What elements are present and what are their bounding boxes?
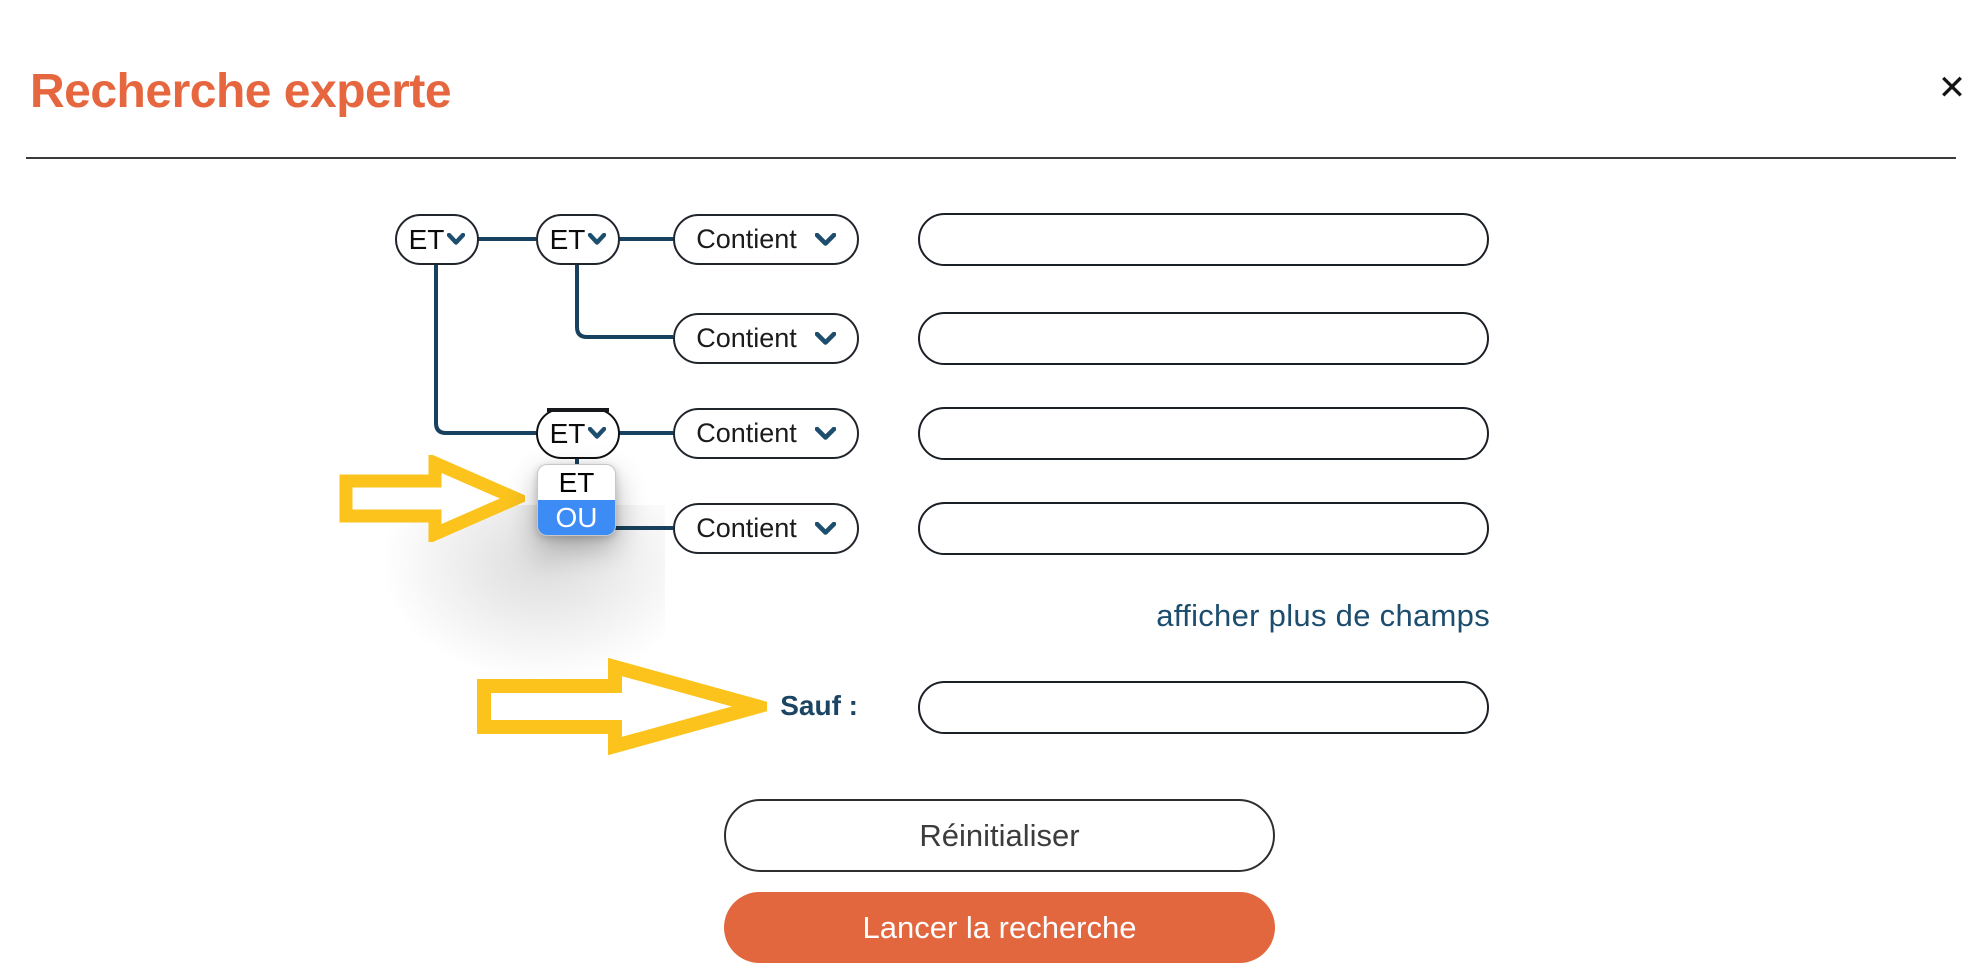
search-term-input-2[interactable] — [918, 312, 1489, 365]
root-operator-select[interactable]: ET — [395, 214, 479, 265]
group-operator-label: ET — [549, 223, 586, 255]
condition-select-1[interactable]: Contient — [673, 214, 859, 265]
open-operator-label: ET — [549, 417, 586, 449]
condition-label-1: Contient — [696, 224, 797, 254]
condition-select-4[interactable]: Contient — [673, 503, 859, 554]
dropdown-shadow — [375, 505, 665, 685]
page-title: Recherche experte — [30, 65, 452, 118]
search-term-input-1[interactable] — [918, 213, 1489, 266]
chevron-down-icon — [814, 232, 836, 247]
dropdown-option-ou[interactable]: OU — [538, 500, 615, 535]
reset-button[interactable]: Réinitialiser — [724, 799, 1275, 872]
chevron-down-icon — [447, 233, 466, 246]
open-operator-select[interactable]: ET — [536, 408, 620, 459]
launch-search-button[interactable]: Lancer la recherche — [724, 892, 1275, 963]
chevron-down-icon — [588, 427, 607, 440]
show-more-fields-link[interactable]: afficher plus de champs — [1095, 598, 1490, 634]
except-input[interactable] — [918, 681, 1489, 734]
chevron-down-icon — [814, 426, 836, 441]
condition-select-2[interactable]: Contient — [673, 313, 859, 364]
condition-label-3: Contient — [696, 418, 797, 448]
operator-dropdown-menu: ET OU — [537, 464, 616, 536]
chevron-down-icon — [814, 521, 836, 536]
close-icon[interactable]: ✕ — [1930, 66, 1974, 110]
condition-select-3[interactable]: Contient — [673, 408, 859, 459]
dropdown-option-et[interactable]: ET — [558, 466, 595, 498]
search-term-input-3[interactable] — [918, 407, 1489, 460]
root-operator-label: ET — [408, 223, 445, 255]
condition-label-2: Contient — [696, 323, 797, 353]
search-term-input-4[interactable] — [918, 502, 1489, 555]
header-divider — [26, 157, 1956, 159]
chevron-down-icon — [588, 233, 607, 246]
condition-label-4: Contient — [696, 513, 797, 543]
group-operator-select[interactable]: ET — [536, 214, 620, 265]
chevron-down-icon — [814, 331, 836, 346]
except-label: Sauf : — [780, 690, 858, 721]
